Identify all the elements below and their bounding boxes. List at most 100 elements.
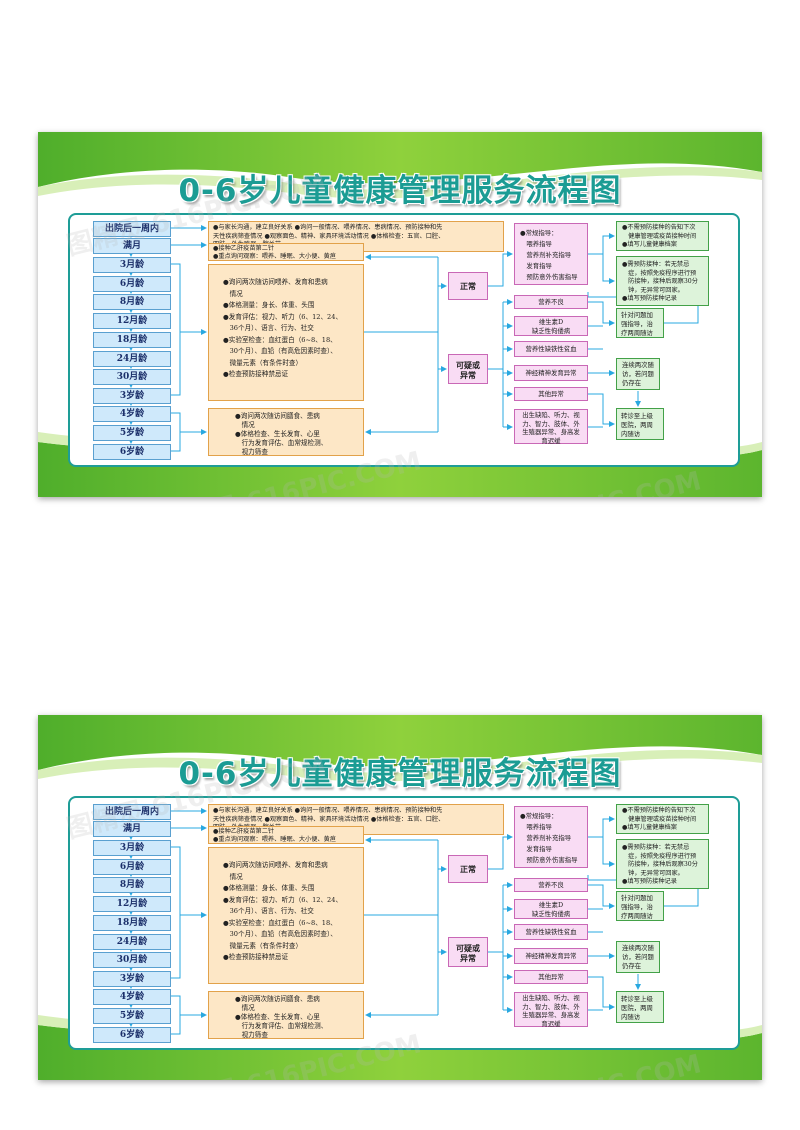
abnormal-item: 其他异常 <box>514 387 588 401</box>
box_followup_two-line: 仍存在 <box>622 379 642 387</box>
box_infant-line: ●发育评估：视力、听力（6、12、24、 <box>223 312 343 321</box>
followup-guidance-box: 针对问题加强指导，治疗两周随访 <box>616 891 664 921</box>
abnormal-item-line: 维生素D <box>538 901 564 909</box>
abnormal-item-line: 缺乏性佝偻病 <box>531 327 571 335</box>
box_vaccine_none-line: ●不需预防接种的告知下次 <box>622 224 696 231</box>
box_preschool-line: 视力筛查 <box>235 448 268 456</box>
box_followup_two-line: 访，若问题 <box>622 370 654 378</box>
connector-line <box>170 412 181 452</box>
box_infant-line: 微量元素（有条件时查） <box>223 941 303 950</box>
connector-line <box>488 251 513 287</box>
abnormal-item-line: 维生素D <box>538 318 564 326</box>
box_infant-line: ●体格测量：身长、体重、头围 <box>223 884 315 892</box>
age-node: 18月龄 <box>93 915 171 931</box>
box_guidance-line: 发育指导 <box>520 845 552 853</box>
age-node: 4岁龄 <box>93 406 171 422</box>
box_infant-line: ●体格测量：身长、体重、头围 <box>223 301 315 309</box>
box_home_visit-line: ●与家长沟通，建立良好关系 ●询问一般情况、喂养情况、患病情况、预防接种和先 <box>213 807 443 814</box>
box_infant-line: 36个月）、语言、行为、社交 <box>223 324 314 332</box>
box_infant-line: ●发育评估：视力、听力（6、12、24、 <box>223 895 343 904</box>
box_followup_two-line: 连续两次随 <box>622 944 654 952</box>
two-followup-box: 连续两次随访，若问题仍存在 <box>616 941 660 973</box>
referral-box: 转诊至上级医院，两周内随访 <box>616 991 664 1023</box>
box_vaccine_need-line: 症，按照免疫程序进行预 <box>622 852 697 860</box>
box_guidance-line: 预防意外伤害指导 <box>520 273 578 281</box>
abnormal-item: 其他异常 <box>514 970 588 984</box>
box_followup_two-line: 连续两次随 <box>622 361 654 369</box>
box_infant-line: ●询问两次随访间喂养、发育和患病 <box>223 861 328 869</box>
abnormal-item: 出生缺陷、听力、视力、智力、肢体、外生殖器异常、身高发育迟缓 <box>514 992 588 1028</box>
box_followup_two-line: 仍存在 <box>622 962 642 970</box>
guidance-box: ●常规指导： 喂养指导 营养剂补充指导 发育指导 预防意外伤害指导 <box>514 223 588 285</box>
no-vaccine-box: ●不需预防接种的告知下次 健康管理或疫苗接种时间●填写儿童健康档案 <box>616 221 709 251</box>
age-node: 5岁龄 <box>93 1008 171 1024</box>
box_referral-line: 医院，两周 <box>621 1004 653 1012</box>
box_infant-line: 情况 <box>223 289 243 298</box>
box_infant-line: 情况 <box>223 872 243 881</box>
age-node: 6岁龄 <box>93 444 171 460</box>
abnormal-item-line: 育迟缓 <box>541 1019 561 1028</box>
box_referral-line: 转诊至上级 <box>621 412 653 420</box>
box_preschool-line: 行为发育评估、血常规检测、 <box>235 1022 328 1030</box>
abnormal-item-line: 生殖器异常、身高发 <box>522 428 580 436</box>
abnormal-item: 出生缺陷、听力、视力、智力、肢体、外生殖器异常、身高发育迟缓 <box>514 409 588 445</box>
box_vaccine_none-line: ●不需预防接种的告知下次 <box>622 807 696 814</box>
box_guidance-line: 营养剂补充指导 <box>520 251 572 259</box>
box_vaccine_need-line: 症，按照免疫程序进行预 <box>622 269 697 277</box>
box_followup_guidance-line: 强指导，治 <box>621 320 653 328</box>
box_referral-line: 转诊至上级 <box>621 995 653 1003</box>
page-title: 0-6岁儿童健康管理服务流程图 <box>178 173 622 209</box>
age-node: 8月龄 <box>93 294 171 310</box>
abnormal-item-line: 出生缺陷、听力、视 <box>522 994 580 1002</box>
age-node: 满月 <box>93 821 171 837</box>
full-month-box: ●接种乙肝疫苗第二针●重点询问观察：喂养、睡眠、大小便、黄疸 <box>208 243 364 261</box>
age-node: 24月龄 <box>93 351 171 367</box>
two-followup-box: 连续两次随访，若问题仍存在 <box>616 358 660 390</box>
age-node: 6月龄 <box>93 276 171 292</box>
abnormal-item: 营养不良 <box>514 878 588 892</box>
box_infant-line: ●询问两次随访间喂养、发育和患病 <box>223 278 328 286</box>
age-node: 18月龄 <box>93 332 171 348</box>
age-node: 3月龄 <box>93 840 171 856</box>
box_followup_guidance-line: 疗两周随访 <box>621 329 653 337</box>
box_guidance-line: ●常规指导： <box>520 229 558 237</box>
box_vaccine_need-line: ●需预防接种：若无禁忌 <box>622 261 690 268</box>
vaccine-box: ●需预防接种：若无禁忌 症，按照免疫程序进行预 防接种，接种后观察30分 钟，无… <box>616 839 709 889</box>
box_home_visit-line: 天性疾病筛查情况 ●观察面色、精神、家具环境活动情况 ●体格检查：五官、口腔、 <box>213 232 445 240</box>
age-node: 12月龄 <box>93 896 171 912</box>
box_followup_guidance-line: 强指导，治 <box>621 903 653 911</box>
box_followup_two-line: 访，若问题 <box>622 953 654 961</box>
box_referral-line: 内随访 <box>621 1013 641 1021</box>
box_vaccine_need-line: ●填写预防接种记录 <box>622 878 677 885</box>
suspicious-line: 可疑或 <box>456 360 480 370</box>
abnormal-item-line: 出生缺陷、听力、视 <box>522 411 580 419</box>
abnormal-item: 营养性缺铁性贫血 <box>514 341 588 357</box>
preschool-checkup-box: ●询问两次随访间膳食、患病 情况●体格检查、生长发育、心里 行为发育评估、血常规… <box>208 408 364 456</box>
preschool-checkup-box: ●询问两次随访间膳食、患病 情况●体格检查、生长发育、心里 行为发育评估、血常规… <box>208 991 364 1039</box>
age-node: 出院后一周内 <box>93 221 171 237</box>
suspicious-line: 异常 <box>460 370 476 380</box>
box_home_visit-line: 天性疾病筛查情况 ●观察面色、精神、家具环境活动情况 ●体格检查：五官、口腔、 <box>213 815 445 823</box>
connector-line <box>170 263 181 396</box>
suspicious-line: 异常 <box>460 953 476 963</box>
age-node: 满月 <box>93 238 171 254</box>
box_vaccine_need-line: ●需预防接种：若无禁忌 <box>622 844 690 851</box>
box_vaccine_need-line: 防接种，接种后观察30分 <box>622 278 698 285</box>
abnormal-item-line: 缺乏性佝偻病 <box>531 910 571 918</box>
connector-line <box>588 233 615 255</box>
box_vaccine_none-line: 健康管理或疫苗接种时间 <box>622 232 697 240</box>
box_preschool-line: ●询问两次随访间膳食、患病 <box>235 995 320 1003</box>
age-node: 3岁龄 <box>93 388 171 404</box>
full-month-box: ●接种乙肝疫苗第二针●重点询问观察：喂养、睡眠、大小便、黄疸 <box>208 826 364 844</box>
connector-line <box>602 254 615 284</box>
suspicious-line: 可疑或 <box>456 943 480 953</box>
box_infant-line: 30个月）、血铅（有高危因素时查）、 <box>223 930 337 938</box>
age-node: 12月龄 <box>93 313 171 329</box>
age-node: 30月龄 <box>93 369 171 385</box>
age-node: 6月龄 <box>93 859 171 875</box>
box_guidance-line: 预防意外伤害指导 <box>520 856 578 864</box>
box_preschool-line: 情况 <box>235 421 255 429</box>
box_full_month-line: ●重点询问观察：喂养、睡眠、大小便、黄疸 <box>213 835 336 843</box>
